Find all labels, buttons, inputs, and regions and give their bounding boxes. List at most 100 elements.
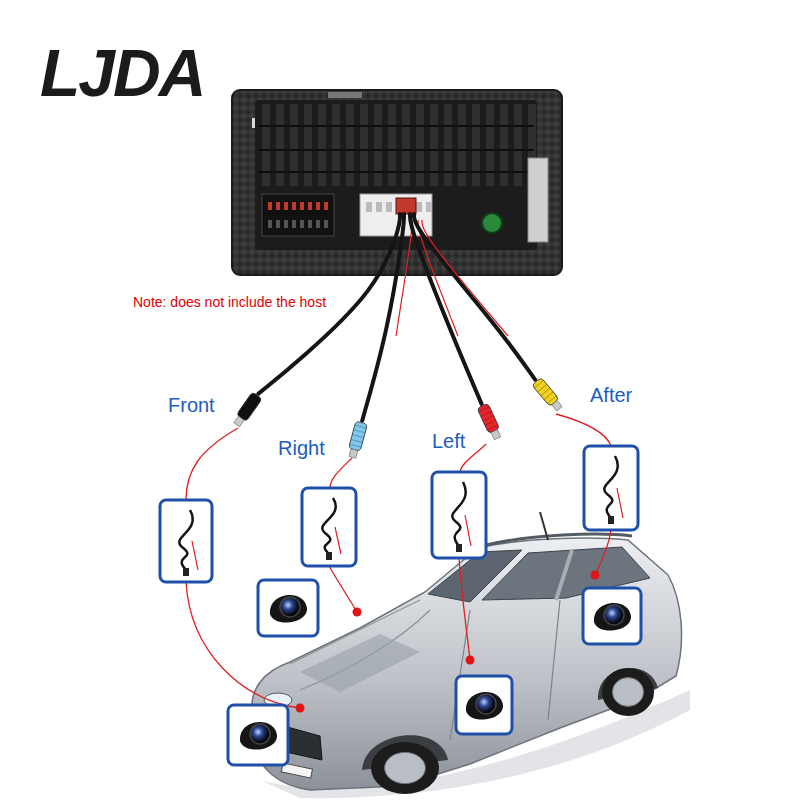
cooling-rib — [262, 104, 270, 186]
head-unit-tab — [328, 92, 362, 98]
mount-point — [591, 571, 600, 580]
window-pillar — [556, 550, 572, 600]
connector-pin — [308, 202, 312, 210]
connector-pin — [324, 202, 328, 210]
plug-grip — [534, 380, 543, 388]
plug-grip — [350, 444, 362, 447]
cooling-rib — [402, 104, 410, 186]
camera-body — [594, 603, 631, 631]
plug-grip — [239, 411, 249, 418]
connector-pin — [324, 220, 328, 228]
plug-tip — [491, 430, 501, 440]
cooling-rib — [318, 104, 326, 186]
cooling-rib — [500, 104, 508, 186]
cable-part-box — [160, 500, 212, 582]
cooling-rib — [290, 104, 298, 186]
camera-body — [270, 595, 307, 623]
plug-grip — [351, 439, 363, 442]
cable-end — [456, 544, 462, 552]
part-frame — [258, 580, 318, 636]
camera-part-box — [258, 580, 318, 636]
rca-plug — [477, 403, 503, 441]
cable-coil — [604, 456, 617, 518]
cable-wire — [335, 527, 341, 554]
tyre — [371, 742, 439, 794]
head-unit-frame — [232, 90, 562, 275]
connector-slot — [416, 202, 422, 212]
connector-pin — [276, 220, 280, 228]
cable-wire — [465, 515, 471, 546]
cooling-rib — [360, 104, 368, 186]
plug-grip — [544, 392, 553, 400]
routing-line — [459, 558, 470, 660]
rim — [385, 752, 426, 783]
plug-grip — [481, 411, 492, 416]
cable-part-box — [584, 446, 638, 530]
plug-grip — [244, 403, 254, 410]
head-unit-back — [255, 100, 537, 250]
plug-grip — [483, 416, 494, 421]
camera-lens — [604, 605, 624, 625]
plug-body — [349, 421, 368, 451]
plug-grip — [354, 430, 366, 433]
panel-ridge — [258, 171, 534, 173]
plug-grip — [538, 384, 547, 392]
brand-logo: LJDA — [40, 36, 204, 112]
cable-end — [326, 552, 332, 560]
power-connector — [262, 194, 334, 236]
part-frame — [584, 446, 638, 530]
camera-part-box — [456, 676, 512, 734]
cooling-rib — [416, 104, 424, 186]
signal-cable — [414, 214, 535, 380]
routing-line — [186, 428, 238, 500]
plug-grip — [355, 425, 367, 428]
cable-wire — [192, 541, 198, 570]
camera-body — [240, 722, 277, 750]
cable-wire — [617, 488, 623, 518]
connector-slot — [376, 202, 382, 212]
connector-pin — [268, 220, 272, 228]
position-label: Right — [278, 437, 325, 460]
part-frame — [302, 488, 356, 566]
part-frame — [228, 705, 288, 765]
cooling-rib — [374, 104, 382, 186]
connector-pin — [284, 220, 288, 228]
cable-coil — [452, 482, 465, 546]
connector-pin — [300, 220, 304, 228]
rca-plug — [532, 377, 564, 412]
tyre — [602, 668, 654, 716]
plug-tip — [349, 449, 358, 459]
antenna-socket — [482, 213, 502, 233]
plug-grip — [541, 388, 550, 396]
cable-part-box — [302, 488, 356, 566]
cooling-rib — [458, 104, 466, 186]
plug-grip — [487, 425, 498, 430]
car-body — [252, 538, 682, 790]
part-frame — [160, 500, 212, 582]
camera-lens — [476, 694, 496, 714]
cable-coil — [179, 510, 192, 570]
mount-point — [353, 608, 362, 617]
door-line — [450, 600, 560, 740]
position-label: Front — [168, 394, 215, 417]
head-unit — [232, 90, 562, 275]
part-frame — [583, 588, 641, 644]
connector-pin — [284, 202, 288, 210]
plug-grip — [547, 396, 556, 404]
engine-bay — [300, 634, 420, 692]
cooling-rib — [346, 104, 354, 186]
panel-ridge — [258, 149, 534, 151]
connector-pin — [308, 220, 312, 228]
signal-cable — [410, 214, 482, 404]
cable-coil — [322, 498, 335, 554]
camera-part-box — [583, 588, 641, 644]
cooling-rib — [430, 104, 438, 186]
rim — [612, 678, 643, 707]
connector-slot — [386, 202, 392, 212]
plug-grip — [485, 420, 496, 425]
cooling-rib — [388, 104, 396, 186]
cooling-rib — [444, 104, 452, 186]
cooling-rib — [332, 104, 340, 186]
